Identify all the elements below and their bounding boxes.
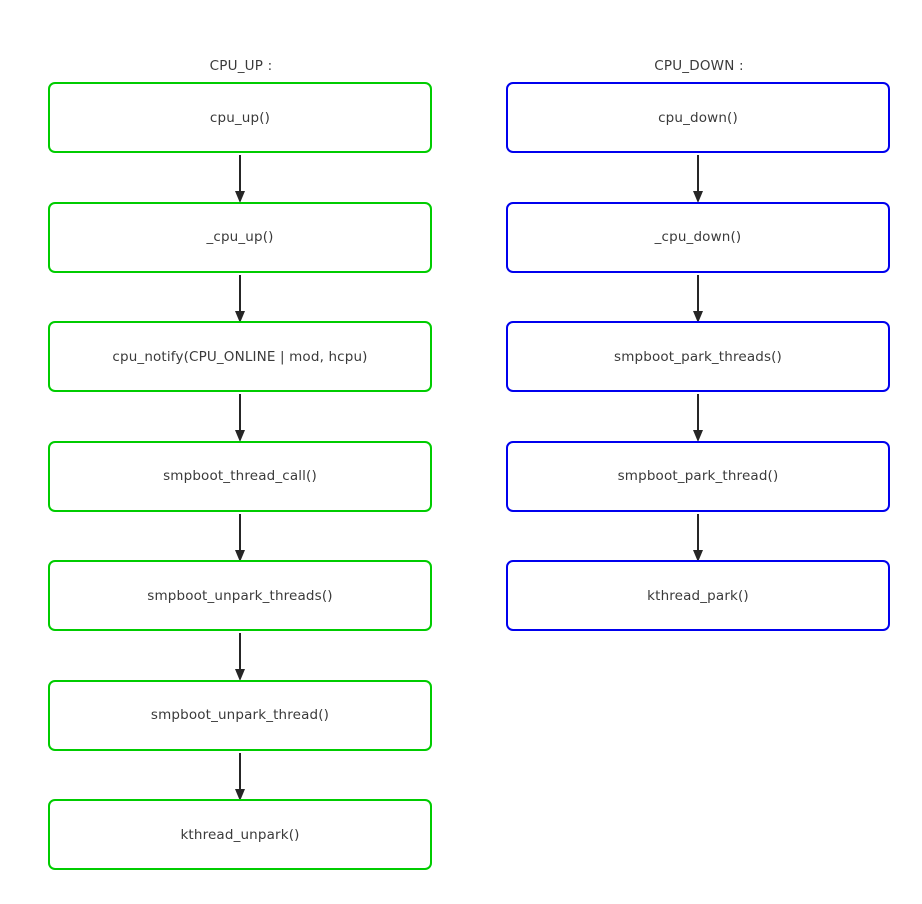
node-cpu-down-2[interactable]: smpboot_park_threads() bbox=[506, 321, 890, 392]
arrow-shaft bbox=[239, 633, 241, 671]
node-label: smpboot_thread_call() bbox=[163, 468, 317, 484]
arrow-head-icon bbox=[693, 430, 703, 442]
node-label: kthread_unpark() bbox=[180, 826, 300, 843]
arrow-shaft bbox=[697, 274, 699, 313]
arrow-cpu-up-5-to-6 bbox=[235, 752, 245, 801]
node-label: kthread_park() bbox=[647, 587, 749, 604]
arrow-head-icon bbox=[235, 191, 245, 203]
column-title-cpu-up: CPU_UP : bbox=[209, 58, 273, 74]
arrow-cpu-down-1-to-2 bbox=[693, 274, 703, 323]
arrow-head-icon bbox=[235, 430, 245, 442]
arrow-head-icon bbox=[235, 669, 245, 681]
node-label: smpboot_unpark_threads() bbox=[147, 587, 333, 604]
arrow-cpu-up-2-to-3 bbox=[235, 394, 245, 442]
arrow-head-icon bbox=[693, 549, 703, 562]
node-cpu-up-4[interactable]: smpboot_unpark_threads() bbox=[48, 560, 432, 631]
arrow-cpu-down-3-to-4 bbox=[693, 513, 703, 562]
node-cpu-up-5[interactable]: smpboot_unpark_thread() bbox=[48, 679, 432, 751]
node-cpu-down-4[interactable]: kthread_park() bbox=[506, 560, 890, 631]
node-cpu-down-1[interactable]: _cpu_down() bbox=[506, 201, 890, 273]
node-cpu-up-6[interactable]: kthread_unpark() bbox=[48, 799, 432, 870]
node-label: smpboot_park_threads() bbox=[614, 348, 782, 365]
node-cpu-up-0[interactable]: cpu_up() bbox=[48, 82, 432, 153]
node-label: cpu_up() bbox=[209, 109, 271, 126]
arrow-cpu-up-3-to-4 bbox=[235, 513, 245, 562]
node-label: _cpu_up() bbox=[206, 229, 274, 245]
node-label: cpu_notify(CPU_ONLINE | mod, hcpu) bbox=[112, 348, 368, 365]
arrow-head-icon bbox=[693, 191, 703, 203]
column-title-cpu-down: CPU_DOWN : bbox=[654, 58, 744, 74]
arrow-head-icon bbox=[235, 788, 245, 801]
arrow-shaft bbox=[697, 513, 699, 552]
arrow-cpu-down-0-to-1 bbox=[693, 155, 703, 203]
node-cpu-down-0[interactable]: cpu_down() bbox=[506, 82, 890, 153]
arrow-shaft bbox=[239, 274, 241, 313]
arrow-cpu-up-1-to-2 bbox=[235, 274, 245, 323]
arrow-head-icon bbox=[693, 310, 703, 323]
node-label: _cpu_down() bbox=[654, 229, 742, 245]
node-cpu-up-1[interactable]: _cpu_up() bbox=[48, 201, 432, 273]
node-cpu-up-3[interactable]: smpboot_thread_call() bbox=[48, 440, 432, 512]
node-label: smpboot_park_thread() bbox=[617, 468, 779, 484]
arrow-shaft bbox=[697, 394, 699, 432]
arrow-shaft bbox=[239, 155, 241, 193]
arrow-shaft bbox=[239, 394, 241, 432]
arrow-cpu-up-4-to-5 bbox=[235, 633, 245, 681]
arrow-cpu-down-2-to-3 bbox=[693, 394, 703, 442]
node-label: smpboot_unpark_thread() bbox=[150, 707, 330, 723]
arrow-cpu-up-0-to-1 bbox=[235, 155, 245, 203]
arrow-shaft bbox=[239, 752, 241, 791]
node-label: cpu_down() bbox=[658, 109, 738, 126]
arrow-shaft bbox=[239, 513, 241, 552]
node-cpu-up-2[interactable]: cpu_notify(CPU_ONLINE | mod, hcpu) bbox=[48, 321, 432, 392]
node-cpu-down-3[interactable]: smpboot_park_thread() bbox=[506, 440, 890, 512]
arrow-head-icon bbox=[235, 549, 245, 562]
arrow-head-icon bbox=[235, 310, 245, 323]
arrow-shaft bbox=[697, 155, 699, 193]
